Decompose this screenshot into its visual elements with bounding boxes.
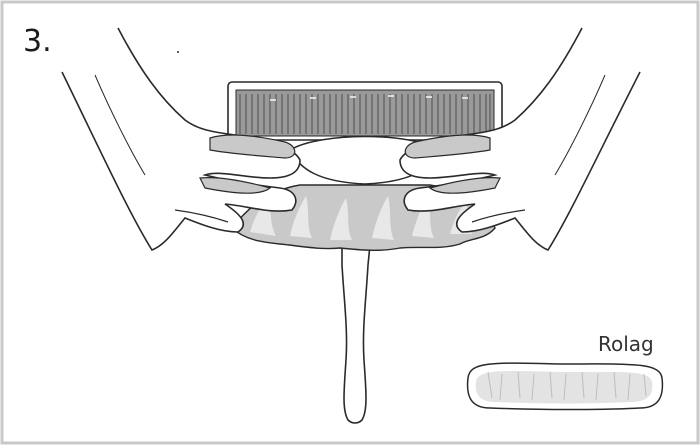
- step-number: 3.: [23, 27, 52, 57]
- rolag-icon: [468, 363, 663, 409]
- hand-carder-icon: [228, 82, 502, 140]
- carder-handle: [342, 245, 370, 423]
- stray-dot: [177, 51, 179, 53]
- rolag-label: Rolag: [598, 334, 654, 354]
